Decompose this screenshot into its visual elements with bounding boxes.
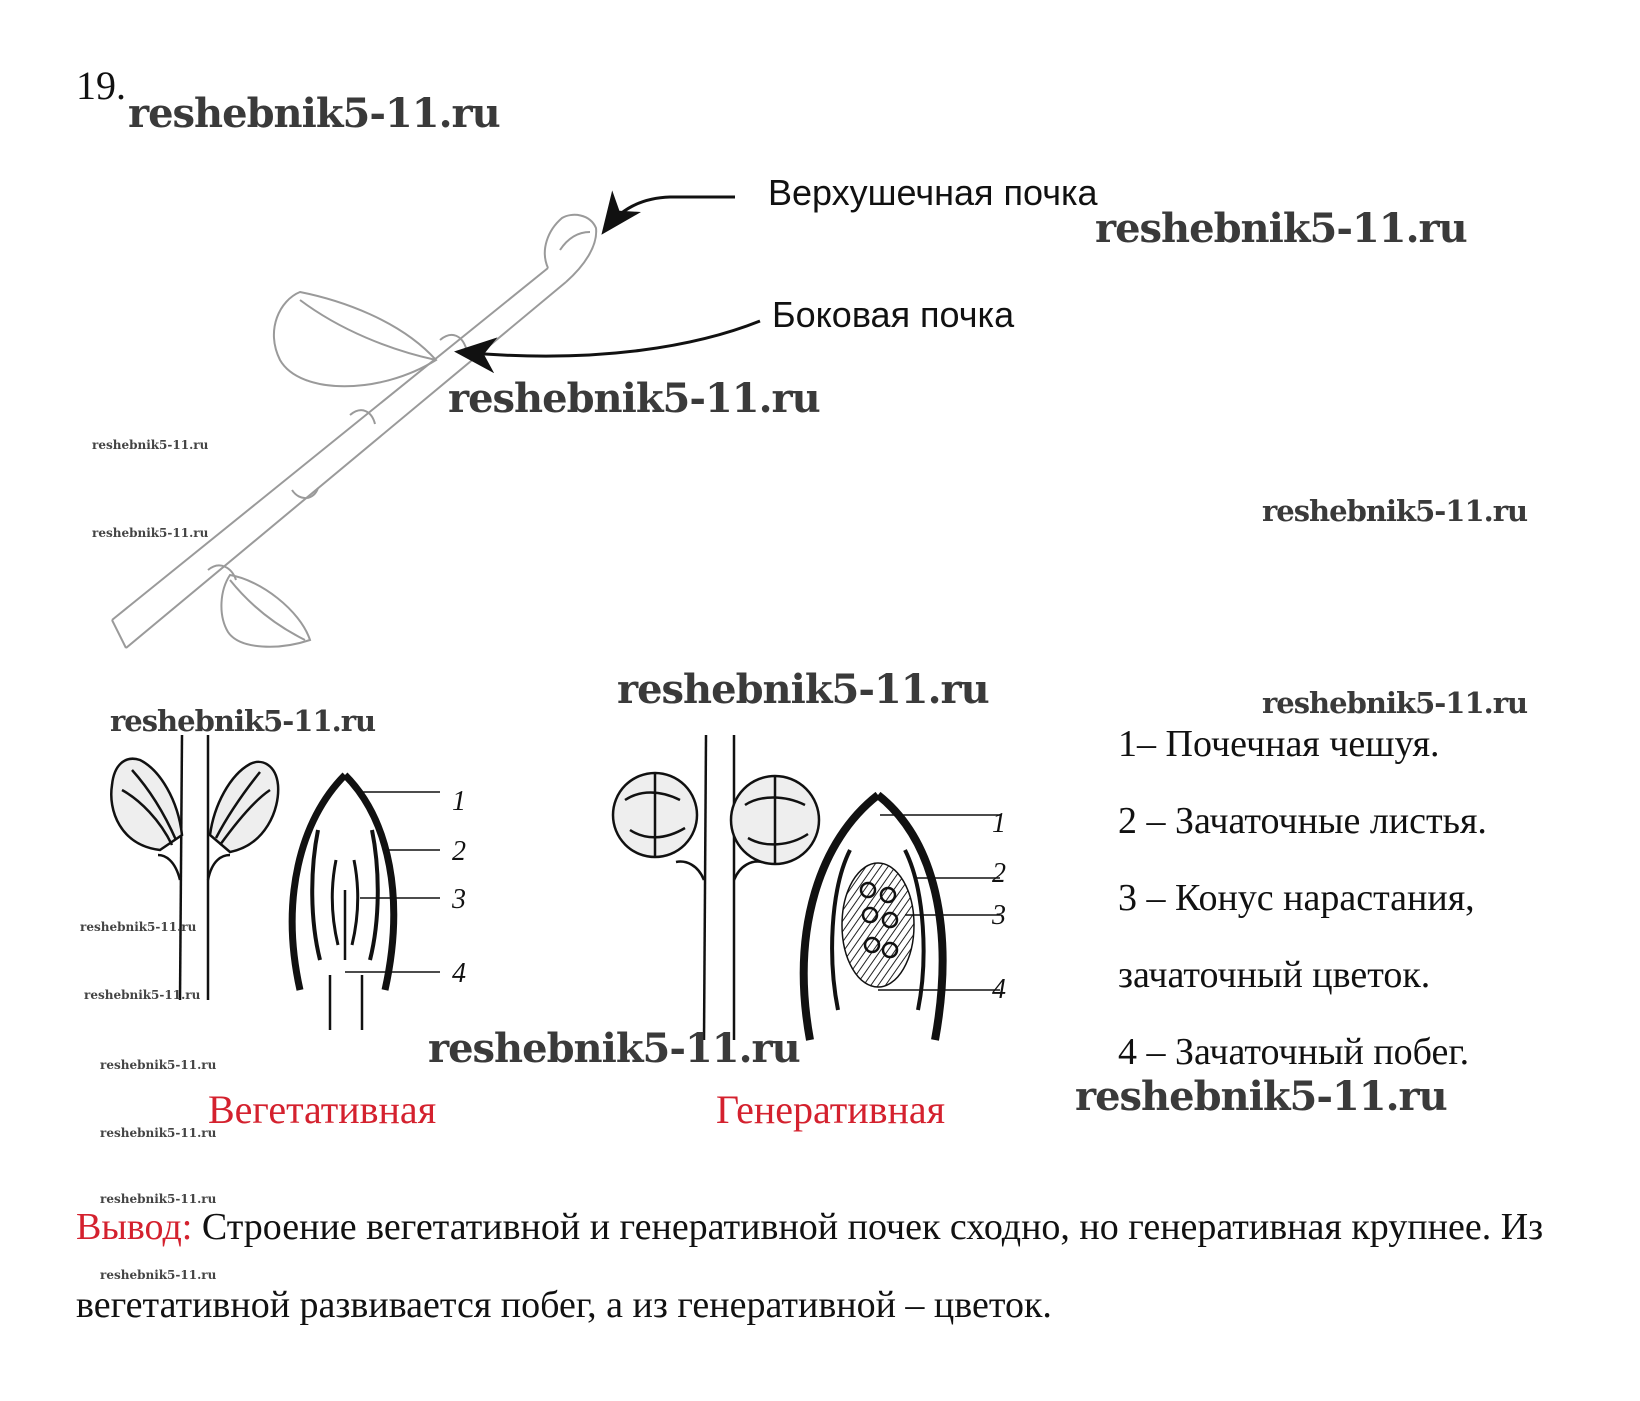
- gen-number-1: 1: [992, 808, 1006, 839]
- veg-number-3: 3: [452, 884, 466, 915]
- veg-number-2: 2: [452, 836, 466, 867]
- watermark: reshebnik5-11.ru: [110, 704, 376, 738]
- vegetative-bud-external: [110, 734, 280, 1001]
- generative-bud-section: [799, 791, 1000, 1041]
- watermark: reshebnik5-11.ru: [1075, 1073, 1448, 1120]
- legend-item-3: 3 – Конус нарастания,: [1118, 877, 1475, 919]
- lateral-bud-label: Боковая почка: [772, 294, 1015, 335]
- watermark: reshebnik5-11.ru: [100, 1126, 217, 1140]
- watermark: reshebnik5-11.ru: [1095, 205, 1468, 252]
- watermark: reshebnik5-11.ru: [92, 438, 209, 452]
- gen-number-2: 2: [992, 858, 1006, 889]
- watermark: reshebnik5-11.ru: [92, 526, 209, 540]
- shoot-sketch: [111, 213, 598, 649]
- apical-bud-arrow: [601, 190, 735, 235]
- veg-number-1: 1: [452, 786, 466, 817]
- conclusion-text: Строение вегетативной и генеративной поч…: [76, 1206, 1544, 1326]
- legend-item-2: 2 – Зачаточные листья.: [1118, 800, 1487, 842]
- watermark: reshebnik5-11.ru: [448, 375, 821, 422]
- lateral-bud-arrow: [454, 319, 761, 374]
- vegetative-caption: Вегетативная: [208, 1087, 437, 1132]
- gen-number-3: 3: [992, 900, 1006, 931]
- legend-item-3-cont: зачаточный цветок.: [1118, 954, 1431, 996]
- apical-bud-label: Верхушечная почка: [768, 172, 1098, 213]
- watermark: reshebnik5-11.ru: [1262, 686, 1528, 720]
- vegetative-bud-section: [288, 772, 440, 1030]
- watermark: reshebnik5-11.ru: [100, 1192, 217, 1206]
- watermark: reshebnik5-11.ru: [128, 90, 501, 137]
- watermark: reshebnik5-11.ru: [617, 666, 990, 713]
- conclusion-paragraph: Вывод: Строение вегетативной и генератив…: [76, 1188, 1596, 1344]
- conclusion-lead: Вывод:: [76, 1206, 193, 1248]
- veg-number-4: 4: [452, 958, 466, 989]
- watermark: reshebnik5-11.ru: [84, 988, 201, 1002]
- watermark: reshebnik5-11.ru: [80, 920, 197, 934]
- legend-item-4: 4 – Зачаточный побег.: [1118, 1031, 1470, 1073]
- generative-caption: Генеративная: [716, 1087, 946, 1132]
- generative-bud-external: [611, 734, 821, 1041]
- watermark: reshebnik5-11.ru: [100, 1058, 217, 1072]
- legend-item-1: 1– Почечная чешуя.: [1118, 723, 1440, 765]
- watermark: reshebnik5-11.ru: [1262, 494, 1528, 528]
- task-number: 19.: [76, 63, 126, 108]
- watermark: reshebnik5-11.ru: [100, 1268, 217, 1282]
- gen-number-4: 4: [992, 974, 1006, 1005]
- watermark: reshebnik5-11.ru: [428, 1025, 801, 1072]
